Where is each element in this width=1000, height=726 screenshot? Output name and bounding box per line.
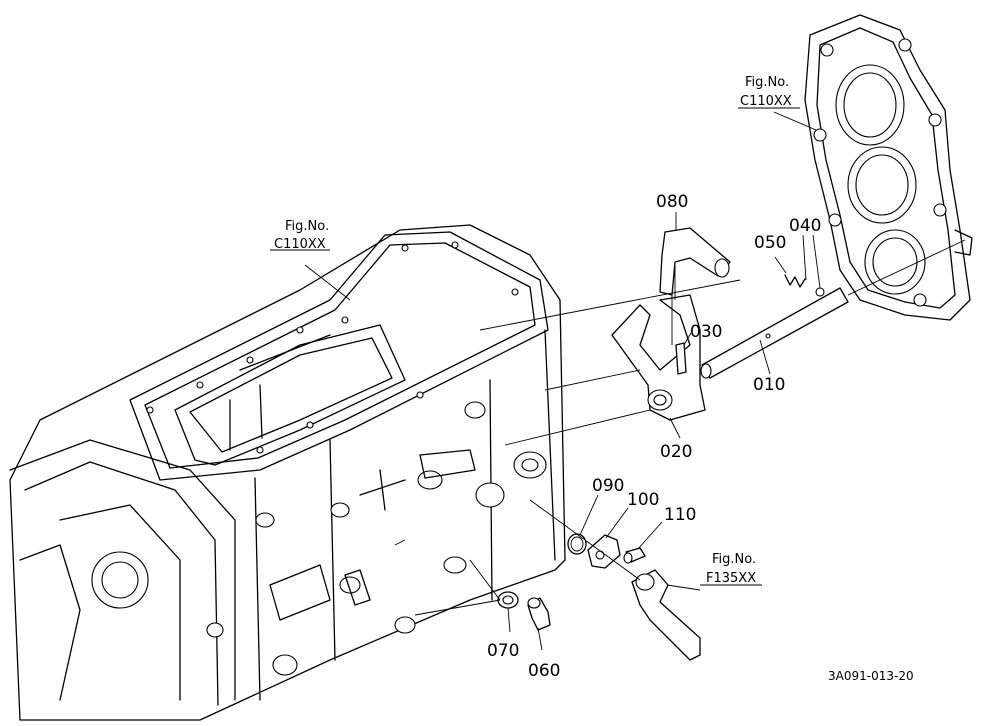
- assembly-lines: [414, 239, 966, 616]
- drawing-id: 3A091-013-20: [828, 669, 914, 683]
- transmission-case: [9, 224, 566, 721]
- fig-ref-title-3: Fig.No.: [712, 552, 756, 567]
- part-label-060: 060: [528, 661, 560, 681]
- shift-arm: [659, 227, 731, 296]
- part-label-100: 100: [627, 490, 659, 510]
- part-label-020: 020: [660, 442, 692, 462]
- fig-ref-code-1: C110XX: [274, 237, 326, 252]
- spring-pin: [675, 342, 687, 375]
- fig-ref-code-3: F135XX: [706, 571, 756, 586]
- part-label-050: 050: [754, 233, 786, 253]
- part-label-080: 080: [656, 192, 688, 212]
- o-ring: [567, 533, 587, 555]
- bolt: [623, 547, 646, 564]
- housing-plate: [804, 14, 973, 321]
- shift-rod: [700, 287, 849, 379]
- external-lever: [631, 569, 701, 661]
- fig-ref-code-2: C110XX: [740, 94, 792, 109]
- leader-lines: [270, 107, 821, 651]
- part-label-110: 110: [664, 505, 696, 525]
- lever-plate: [587, 534, 621, 569]
- ball-and-spring: [784, 274, 825, 297]
- fig-ref-title-1: Fig.No.: [285, 219, 329, 234]
- plug: [527, 597, 551, 631]
- shift-fork: [611, 294, 706, 421]
- part-label-010: 010: [753, 375, 785, 395]
- fig-ref-title-2: Fig.No.: [745, 75, 789, 90]
- part-label-030: 030: [690, 322, 722, 342]
- part-label-040: 040: [789, 216, 821, 236]
- part-label-090: 090: [592, 476, 624, 496]
- part-label-070: 070: [487, 641, 519, 661]
- seal-washer: [497, 591, 519, 609]
